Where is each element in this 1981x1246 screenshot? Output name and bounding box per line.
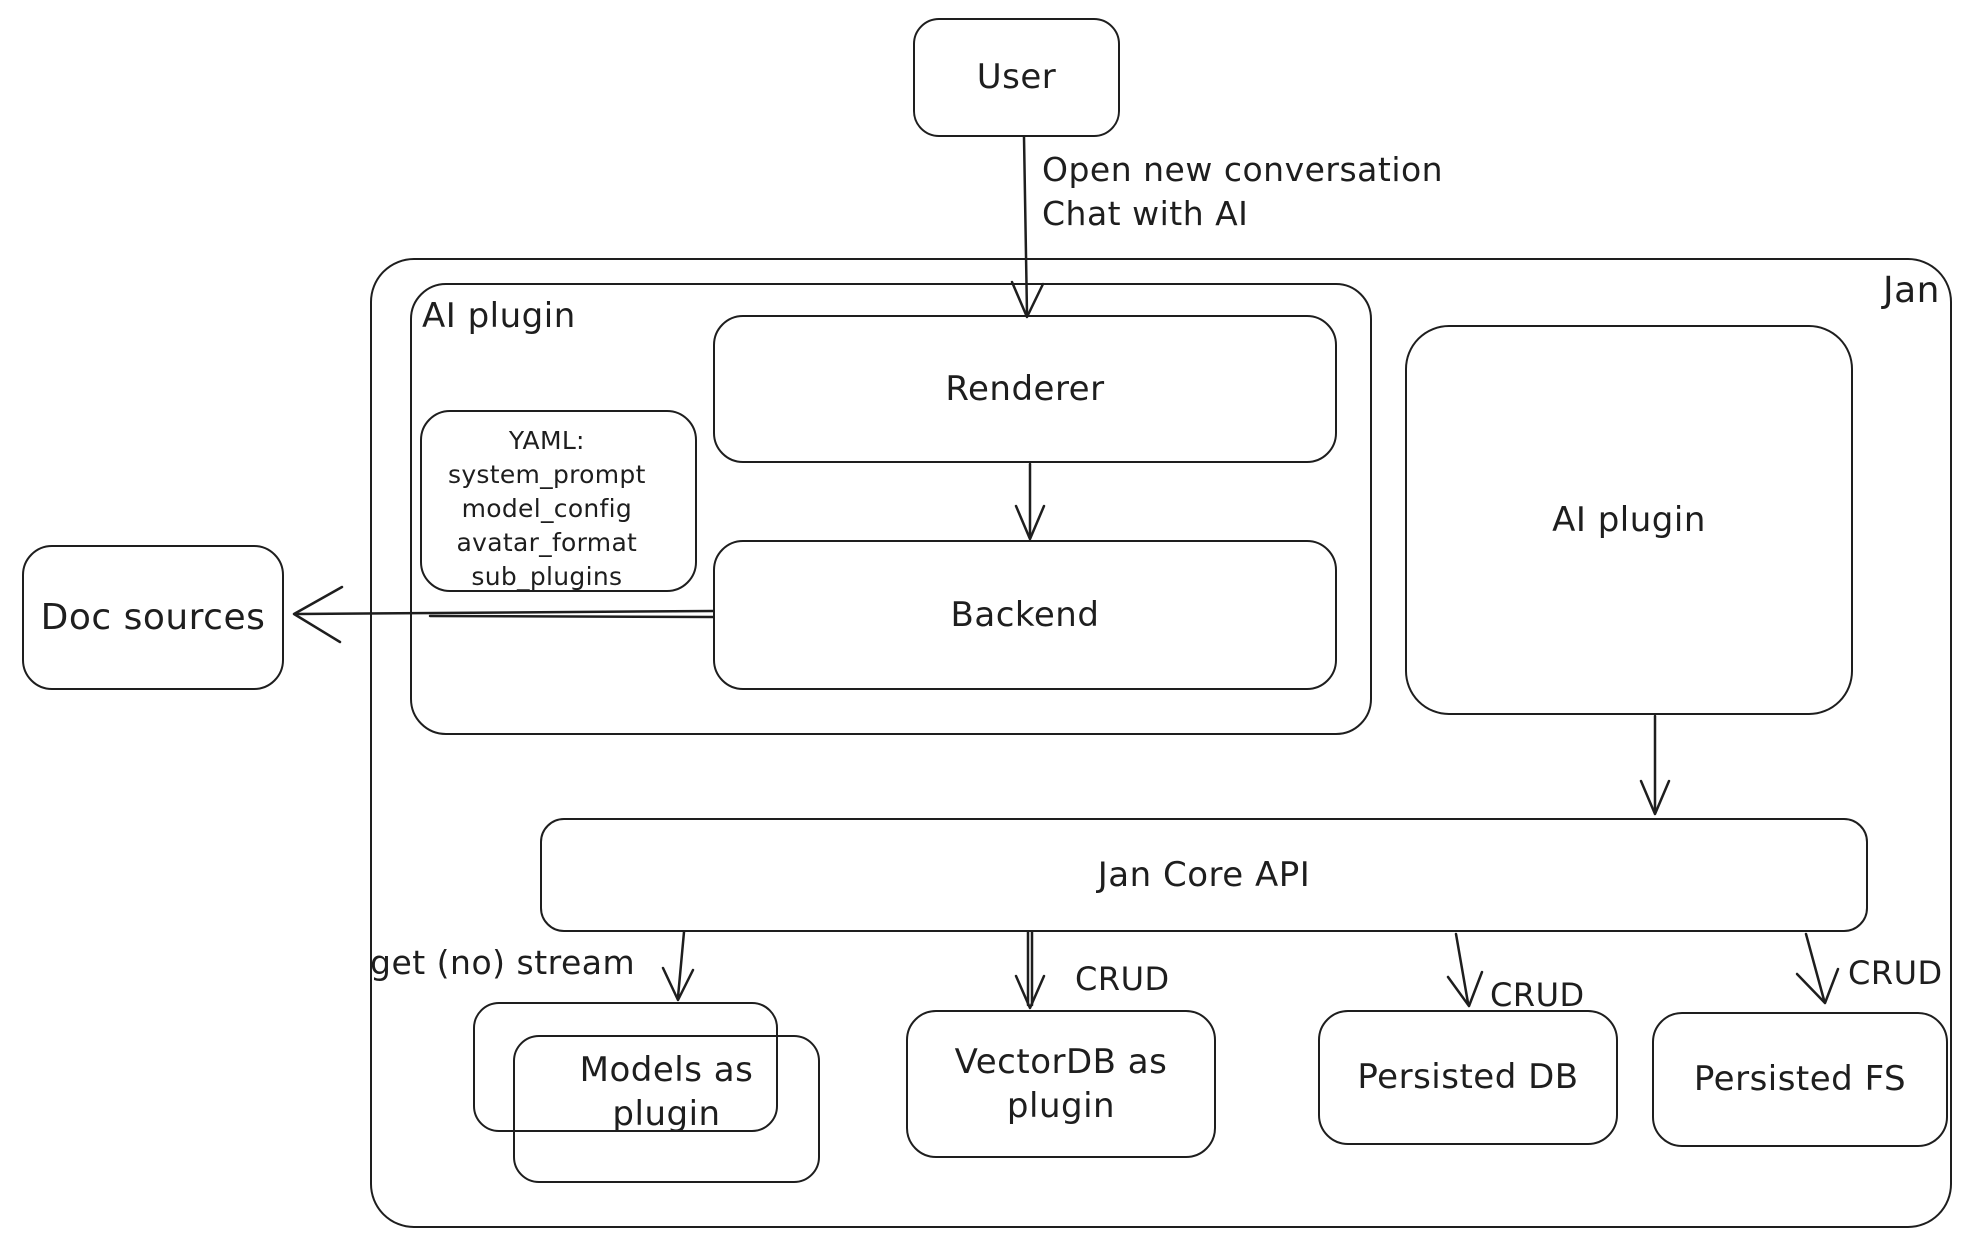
renderer-node: Renderer	[713, 315, 1337, 463]
edge-label-line: Chat with AI	[1042, 194, 1249, 233]
vectordb-label: VectorDB as plugin	[955, 1040, 1168, 1128]
yaml-note: YAML: system_prompt model_config avatar_…	[420, 410, 697, 592]
yaml-note-line: system_prompt	[448, 460, 646, 489]
yaml-note-line: sub_plugins	[471, 562, 623, 591]
models-back-box	[473, 1002, 778, 1132]
doc-sources-label: Doc sources	[40, 597, 266, 638]
edge-label-crud-vectordb: CRUD	[1075, 960, 1170, 998]
edge-label-line: Open new conversation	[1042, 150, 1444, 189]
persisted-db-label: Persisted DB	[1357, 1057, 1579, 1098]
ai-plugin-container-label: AI plugin	[422, 296, 576, 336]
yaml-note-line: YAML:	[508, 426, 585, 455]
jan-container	[370, 258, 1952, 1228]
vectordb-label-line: VectorDB as	[954, 1042, 1168, 1082]
persisted-fs-node: Persisted FS	[1652, 1012, 1948, 1147]
edge-label-crud-persisted-fs: CRUD	[1848, 954, 1943, 992]
ai-plugin-container	[410, 283, 1372, 735]
models-label-line: Models as	[579, 1050, 754, 1090]
edge-label-get-no-stream: get (no) stream	[370, 943, 636, 982]
doc-sources-node: Doc sources	[22, 545, 284, 690]
persisted-db-node: Persisted DB	[1318, 1010, 1618, 1145]
vectordb-label-line: plugin	[1006, 1086, 1116, 1126]
backend-label: Backend	[950, 594, 1100, 635]
models-node	[513, 1035, 820, 1183]
yaml-note-text: YAML: system_prompt model_config avatar_…	[448, 424, 646, 594]
jan-core-api-label: Jan Core API	[1097, 854, 1311, 895]
vectordb-node: VectorDB as plugin	[906, 1010, 1216, 1158]
jan-container-label: Jan	[1883, 270, 1940, 311]
yaml-note-line: model_config	[461, 494, 633, 523]
persisted-fs-label: Persisted FS	[1693, 1059, 1907, 1100]
yaml-note-line: avatar_format	[456, 528, 638, 557]
edge-label-crud-persisted-db: CRUD	[1490, 976, 1585, 1014]
ai-plugin-node: AI plugin	[1405, 325, 1853, 715]
models-label-line: plugin	[612, 1094, 721, 1134]
edge-label-open-conversation: Open new conversation Chat with AI	[1042, 148, 1443, 236]
backend-node: Backend	[713, 540, 1337, 690]
jan-core-api-node: Jan Core API	[540, 818, 1868, 932]
user-label: User	[976, 57, 1057, 98]
renderer-label: Renderer	[945, 368, 1105, 409]
ai-plugin-label: AI plugin	[1552, 499, 1706, 540]
user-node: User	[913, 18, 1120, 137]
models-label: Models as plugin	[513, 1048, 820, 1136]
